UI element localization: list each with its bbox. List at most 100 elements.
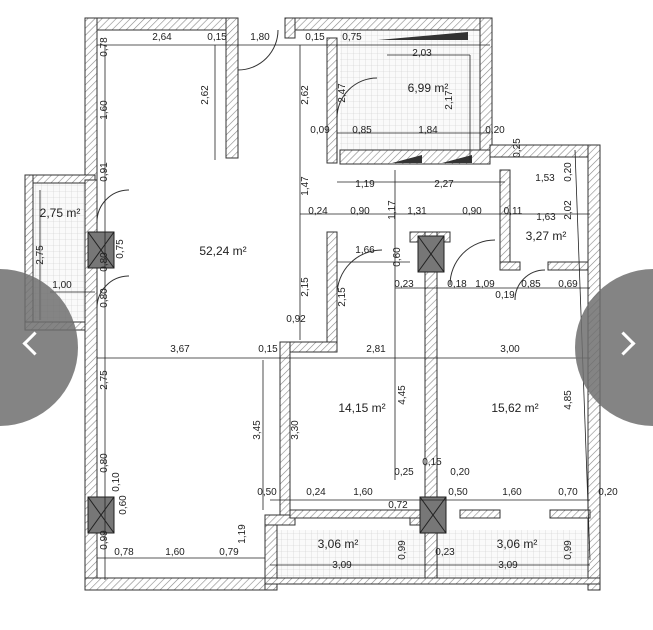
- wall: [225, 17, 239, 159]
- dimension-label: 2,64: [152, 32, 172, 43]
- dimension-label: 0,69: [558, 279, 578, 290]
- dimension-label: 0,90: [462, 206, 482, 217]
- wall: [499, 169, 511, 271]
- dimension-label: 0,20: [598, 487, 618, 498]
- dimension-label: 0,25: [394, 467, 414, 478]
- dimension-label: 1,19: [237, 524, 248, 544]
- dimension-label: 2,47: [337, 83, 348, 103]
- dimension-label: 4,45: [397, 385, 408, 405]
- tiled-floor: [340, 30, 490, 158]
- dimension-label: 1,09: [475, 279, 495, 290]
- dimension-label: 4,85: [563, 390, 574, 410]
- door-swing: [96, 275, 130, 309]
- dimension-label: 3,00: [500, 344, 520, 355]
- dimension-label: 0,15: [305, 32, 325, 43]
- wall: [284, 17, 491, 31]
- duct: [442, 155, 472, 163]
- dimension-label: 2,62: [200, 85, 211, 105]
- dimension-label: 0,15: [207, 32, 227, 43]
- dimension-label: 0,92: [286, 314, 306, 325]
- room-area-label: 15,62 m²: [491, 401, 538, 415]
- dimension-label: 1,60: [99, 100, 110, 120]
- wall: [499, 261, 521, 271]
- dimension-label: 0,80: [99, 252, 110, 272]
- ventilation-shaft: [87, 231, 115, 269]
- dimension-label: 0,19: [495, 290, 515, 301]
- dimension-label: 2,15: [300, 277, 311, 297]
- wall: [326, 231, 338, 343]
- wall: [264, 514, 296, 526]
- dimension-label: 2,17: [444, 90, 455, 110]
- dimension-label: 0,85: [352, 125, 372, 136]
- wall: [84, 577, 266, 591]
- dimension-label: 3,09: [498, 560, 518, 571]
- dimension-label: 0,24: [306, 487, 326, 498]
- dimension-label: 0,11: [504, 206, 523, 217]
- room-area-label: 3,06 m²: [318, 537, 359, 551]
- dimension-label: 3,67: [170, 344, 190, 355]
- ventilation-shaft: [87, 496, 115, 534]
- dimension-label: 0,25: [512, 138, 523, 158]
- dimension-label: 0,50: [448, 487, 468, 498]
- duct: [378, 32, 468, 40]
- room-area-label: 3,27 m²: [526, 229, 567, 243]
- dimension-label: 1,53: [535, 173, 555, 184]
- dimension-label: 2,02: [563, 200, 574, 220]
- dimension-label: 0,75: [342, 32, 362, 43]
- dimension-label: 0,80: [99, 453, 110, 473]
- dimension-label: 2,03: [412, 48, 432, 59]
- room-area-label: 52,24 m²: [199, 244, 246, 258]
- room-area-label: 6,99 m²: [408, 81, 449, 95]
- dimension-label: 2,62: [300, 85, 311, 105]
- dimension-label: 0,70: [558, 487, 578, 498]
- dimension-label: 0,99: [99, 530, 110, 550]
- dimension-label: 0,50: [257, 487, 277, 498]
- dimension-label: 1,60: [165, 547, 185, 558]
- ventilation-shaft: [417, 235, 445, 273]
- door-swing: [514, 269, 546, 301]
- dimension-label: 2,75: [99, 370, 110, 390]
- wall: [284, 17, 296, 39]
- dimension-label: 1,66: [355, 245, 375, 256]
- dimension-label: 0,75: [115, 239, 126, 259]
- wall: [326, 37, 338, 164]
- dimension-label: 3,30: [290, 420, 301, 440]
- dimension-label: 0,90: [350, 206, 370, 217]
- dimension-label: 0,91: [99, 162, 110, 182]
- dimension-label: 0,20: [563, 162, 574, 182]
- room-area-label: 14,15 m²: [338, 401, 385, 415]
- duct: [392, 155, 422, 163]
- dimension-label: 0,18: [447, 279, 467, 290]
- dimension-label: 0,23: [435, 547, 455, 558]
- dimension-label: 0,72: [388, 500, 408, 511]
- dimension-label: 1,60: [502, 487, 522, 498]
- room-area-label: 2,75 m²: [40, 206, 81, 220]
- dimension-label: 3,09: [332, 560, 352, 571]
- door-swing: [237, 29, 279, 71]
- dimension-label: 2,15: [337, 287, 348, 307]
- dimension-label: 1,19: [355, 179, 375, 190]
- dimension-label: 0,60: [392, 247, 403, 267]
- dimension-label: 0,78: [99, 37, 110, 57]
- wall: [264, 577, 601, 585]
- wall: [549, 509, 591, 519]
- dimension-label: 0,15: [422, 457, 442, 468]
- wall: [279, 341, 291, 518]
- wall: [84, 17, 98, 184]
- wall: [84, 17, 239, 31]
- dimension-label: 3,45: [252, 420, 263, 440]
- wall: [459, 509, 501, 519]
- dimension-label: 1,31: [407, 206, 427, 217]
- dimension-label: 1,84: [418, 125, 438, 136]
- dimension-label: 2,27: [434, 179, 454, 190]
- dimension-label: 1,60: [353, 487, 373, 498]
- dimension-label: 1,80: [250, 32, 270, 43]
- dimension-label: 1,47: [300, 176, 311, 196]
- door-swing: [336, 77, 378, 119]
- dimension-label: 0,09: [310, 125, 330, 136]
- dimension-label: 0,15: [258, 344, 278, 355]
- dimension-label: 0,20: [450, 467, 470, 478]
- chevron-right-icon: [611, 331, 636, 356]
- dimension-label: 0,20: [485, 125, 505, 136]
